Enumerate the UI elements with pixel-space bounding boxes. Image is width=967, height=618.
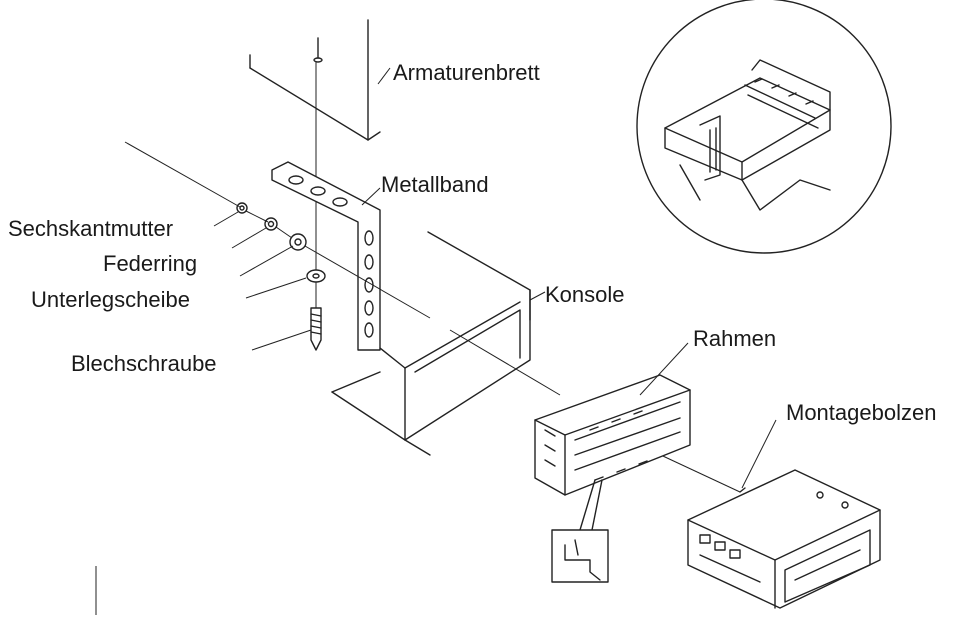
assembly-axis-line-2 (649, 449, 741, 493)
label-plain-washer: Unterlegscheibe (31, 287, 190, 312)
mounting-frame (534, 374, 691, 496)
console-bracket (331, 231, 531, 456)
label-hex-nut: Sechskantmutter (8, 216, 173, 241)
head-unit (687, 469, 881, 609)
label-dashboard: Armaturenbrett (393, 60, 540, 85)
metal-strap (271, 161, 381, 351)
hex-nut-part (236, 202, 248, 214)
label-spring-washer: Federring (103, 251, 197, 276)
label-metal-strap: Metallband (381, 172, 489, 197)
tapping-screw-part (310, 307, 322, 351)
spring-washer-part (264, 217, 278, 231)
detail-callout (551, 479, 609, 583)
label-console: Konsole (545, 282, 625, 307)
dashboard-panel (249, 19, 381, 141)
label-tapping-screw: Blechschraube (71, 351, 217, 376)
assembly-axis-line (124, 141, 561, 396)
inset-detail (636, 0, 892, 254)
washer-under-part (306, 269, 326, 283)
leader-lines (213, 67, 777, 489)
label-mounting-bolt: Montagebolzen (786, 400, 936, 425)
label-frame: Rahmen (693, 326, 776, 351)
plain-washer-part (289, 233, 307, 251)
